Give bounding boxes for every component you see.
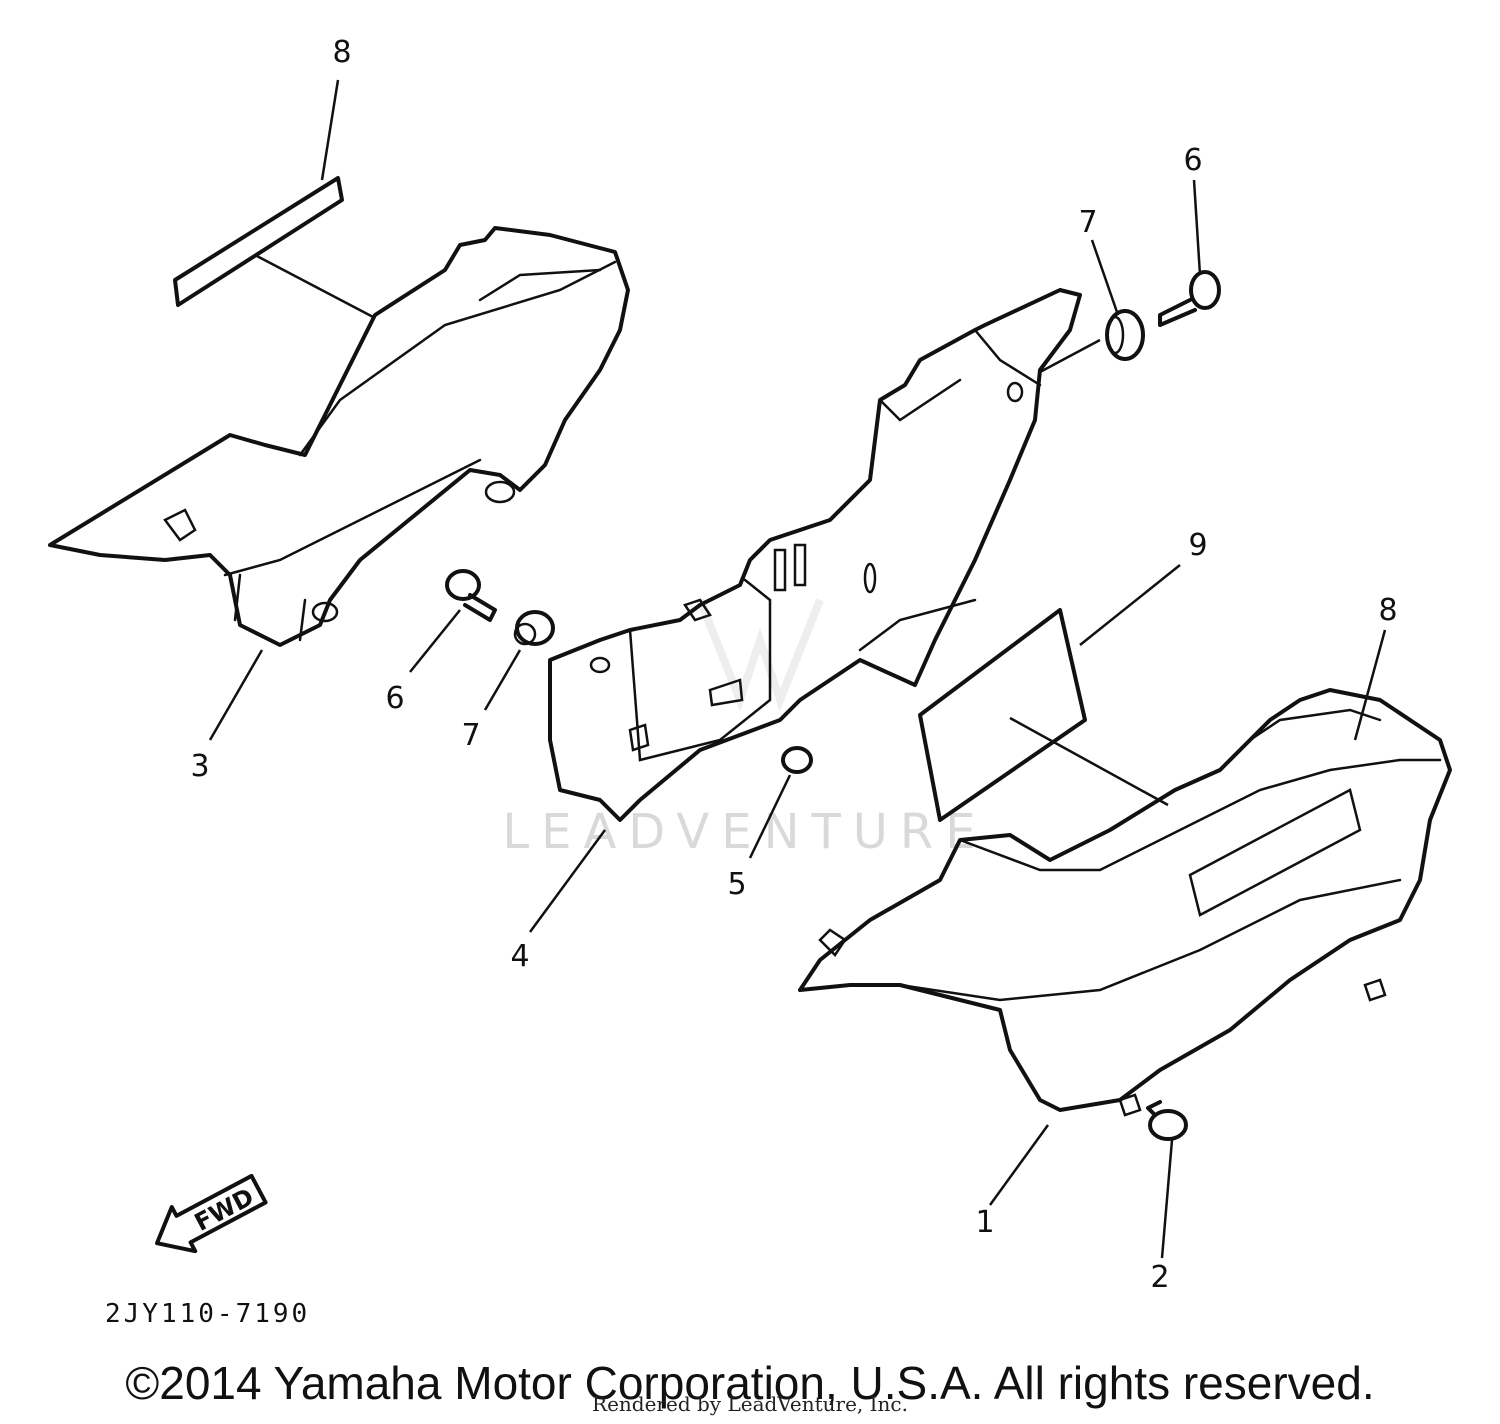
part-4-bracket — [548, 288, 1082, 822]
callout-1: 1 — [975, 1205, 994, 1240]
part-5-grommet — [781, 746, 813, 774]
callout-8-right: 8 — [1378, 593, 1397, 628]
callout-2: 2 — [1150, 1260, 1169, 1295]
callout-6-left: 6 — [385, 681, 404, 716]
callout-3: 3 — [190, 749, 209, 784]
decal-outline — [1188, 788, 1362, 917]
diagram-code: 2JY110-7190 — [105, 1299, 310, 1329]
copyright-notice: ©2014 Yamaha Motor Corporation, U.S.A. A… — [125, 1357, 1375, 1409]
part-7-grommet-top — [1105, 309, 1145, 361]
part-6-screw-left — [445, 569, 497, 622]
watermark-text: LEADVENTURE — [502, 804, 987, 860]
part-8-emblem-top — [173, 176, 344, 307]
leader-lines — [208, 79, 1387, 1259]
part-9-plate — [918, 608, 1087, 822]
fwd-arrow-icon: FWD — [155, 1173, 268, 1254]
part-6-screw-top — [1158, 270, 1221, 327]
callout-7-left: 7 — [461, 718, 480, 753]
callout-5: 5 — [727, 867, 746, 902]
callout-8-top: 8 — [332, 35, 351, 70]
callout-4: 4 — [510, 939, 529, 974]
callout-7-top: 7 — [1078, 205, 1097, 240]
part-2-screw — [1146, 1100, 1188, 1141]
rendered-by: Rendered by LeadVenture, Inc. — [592, 1392, 908, 1416]
callout-6-top: 6 — [1183, 143, 1202, 178]
callouts: 8 6 7 9 8 6 7 3 4 5 1 2 — [190, 35, 1397, 1295]
part-3-left-side-cover — [48, 226, 630, 647]
part-7-grommet-left — [513, 610, 555, 646]
part-1-right-side-cover — [798, 688, 1452, 1117]
callout-9: 9 — [1188, 528, 1207, 563]
watermark-logo — [696, 598, 824, 712]
